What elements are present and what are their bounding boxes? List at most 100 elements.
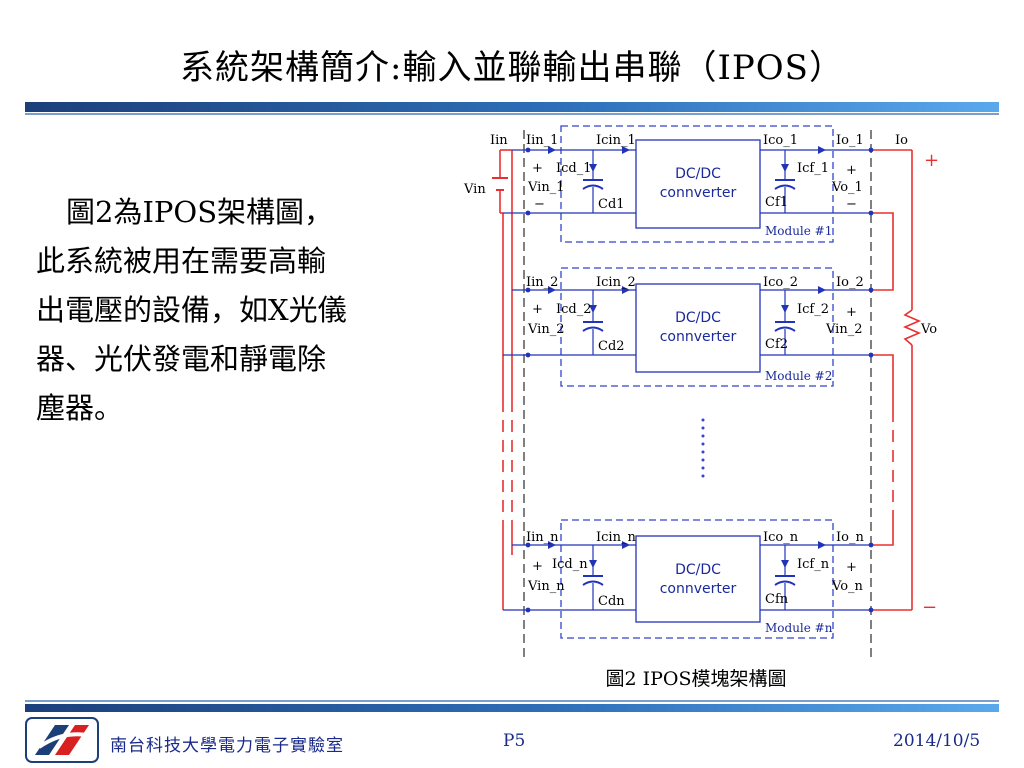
module-n-node-in-bottom: [525, 607, 531, 613]
body-line-3: 出電壓的設備，如X光儀: [36, 293, 347, 327]
module-2-io-label: Io_2: [836, 275, 864, 290]
module-1-converter: [635, 139, 761, 229]
module-2-iin-label: Iin_2: [526, 275, 558, 290]
module-1-icf-arrow: [781, 164, 789, 172]
module-1-cd-label: Cd1: [598, 197, 625, 212]
series-link-2-down: [871, 354, 894, 410]
body-line-5: 塵器。: [36, 391, 124, 425]
module-2-node-out-bottom: [868, 352, 874, 358]
module-2-vo-plus: +: [846, 305, 857, 320]
module-2-vin-plus: +: [532, 302, 543, 317]
module-2-vin-label: Vin_2: [527, 322, 564, 337]
module-2-ico-label: Ico_2: [763, 275, 798, 290]
module-n-converter-line2: connverter: [660, 581, 737, 597]
module-1-converter-line1: DC/DC: [675, 166, 721, 182]
module-2-converter: [635, 283, 761, 373]
source-voltage-label: Vin: [463, 182, 486, 197]
module-n-icin-arrow: [622, 541, 630, 549]
load-voltage-label: Vo: [920, 322, 937, 337]
ipos-circuit-diagram: Vin Iin Io + − Vo DC/DC connverter: [463, 125, 939, 660]
module-2-boundary: [560, 267, 834, 387]
footer-date: 2014/10/5: [893, 731, 981, 751]
module-1-cd-curve: [582, 184, 604, 190]
module-2-icf-label: Icf_2: [797, 302, 829, 317]
module-2-cd-curve: [582, 326, 604, 332]
module-1-cf-label: Cf1: [765, 195, 788, 210]
module-2-io-arrow: [818, 286, 826, 294]
load-resistor: [902, 309, 922, 346]
module-n-cd-curve: [582, 580, 604, 586]
more-modules-dots: [701, 418, 705, 478]
module-n-node-out-top: [868, 542, 874, 548]
module-n-icf-label: Icf_n: [797, 557, 830, 572]
module-1-converter-line2: connverter: [660, 185, 737, 201]
module-n-node-in-top: [525, 542, 531, 548]
module-1-iin-label: Iin_1: [526, 133, 558, 148]
output-minus-sign: −: [922, 597, 937, 618]
module-1-node-out-top: [868, 147, 874, 153]
module-1-boundary: [560, 125, 834, 243]
module-n-ico-label: Ico_n: [763, 530, 799, 545]
figure-caption: 圖2 IPOS模塊架構圖: [605, 668, 787, 690]
module-2-node-in-bottom: [525, 352, 531, 358]
module-n-icd-label: Icd_n: [552, 557, 588, 572]
body-text: 圖2為IPOS架構圖， 此系統被用在需要高輸 出電壓的設備，如X光儀 器、光伏發…: [36, 188, 456, 433]
module-1-ico-label: Ico_1: [763, 133, 798, 148]
university-logo-icon: [25, 717, 99, 763]
footer-lab-name: 南台科技大學電力電子實驗室: [110, 736, 344, 756]
module-2-icf-arrow: [781, 305, 789, 313]
module-2-node-in-top: [525, 287, 531, 293]
module-n-node-out-bottom: [868, 607, 874, 613]
module-2-vo-label: Vin_2: [825, 322, 862, 337]
module-1-icd-label: Icd_1: [556, 161, 592, 176]
body-line-2: 此系統被用在需要高輸: [36, 244, 327, 278]
module-n-iin-label: Iin_n: [526, 530, 559, 545]
module-1-vin-minus: −: [534, 197, 545, 212]
module-n-vin-label: Vin_n: [527, 579, 565, 594]
module-n-name: Module #n: [765, 621, 833, 635]
module-n-vo-plus: +: [846, 560, 857, 575]
module-n-icd-arrow: [589, 560, 597, 568]
module-1-node-out-bottom: [868, 210, 874, 216]
module-2-iin-arrow: [548, 286, 556, 294]
module-n-icin-label: Icin_n: [596, 530, 636, 545]
module-2-name: Module #2: [765, 369, 832, 383]
module-1-cf-curve: [774, 184, 796, 190]
input-current-label: Iin: [490, 133, 508, 148]
module-1-vin-label: Vin_1: [527, 180, 564, 195]
module-1-node-in-bottom: [525, 210, 531, 216]
module-1-io-label: Io_1: [836, 133, 864, 148]
module-2-icin-arrow: [622, 286, 630, 294]
footer-page-number: P5: [503, 731, 526, 751]
module-1-icd-arrow: [589, 164, 597, 172]
module-n-io-label: Io_n: [836, 530, 864, 545]
module-n-cf-label: Cfn: [765, 592, 789, 607]
module-1-icf-label: Icf_1: [797, 161, 829, 176]
module-1-icin-label: Icin_1: [596, 133, 636, 148]
module-n-boundary: [560, 519, 834, 639]
module-n-vin-plus: +: [532, 559, 543, 574]
module-1-node-in-top: [525, 147, 531, 153]
module-n-converter-line1: DC/DC: [675, 562, 721, 578]
module-2-cf-curve: [774, 326, 796, 332]
module-2-icin-label: Icin_2: [596, 275, 636, 290]
footer-bar: [25, 704, 999, 712]
module-n: DC/DC connverter Iin_n Icin_n Icd_n + Vi…: [503, 519, 874, 639]
module-2-converter-line2: connverter: [660, 329, 737, 345]
module-n-iin-arrow: [548, 541, 556, 549]
module-2-cf-label: Cf2: [765, 337, 788, 352]
module-2-cd-label: Cd2: [598, 339, 625, 354]
module-1-vo-label: Vo_1: [831, 180, 863, 195]
series-link-1-2: [871, 212, 894, 291]
output-plus-sign: +: [924, 150, 939, 171]
module-2-icd-label: Icd_2: [556, 302, 592, 317]
footer-thin-line: [25, 700, 999, 702]
title-underline-thin: [25, 113, 999, 115]
module-n-converter: [635, 535, 761, 623]
module-1-vo-plus: +: [846, 163, 857, 178]
module-1-vo-minus: −: [846, 197, 857, 212]
module-n-io-arrow: [818, 541, 826, 549]
title-underline-bar: [25, 102, 999, 112]
module-1-name: Module #1: [765, 224, 832, 238]
module-2: DC/DC connverter Iin_2 Icin_2 Icd_2 + Vi…: [503, 267, 874, 387]
